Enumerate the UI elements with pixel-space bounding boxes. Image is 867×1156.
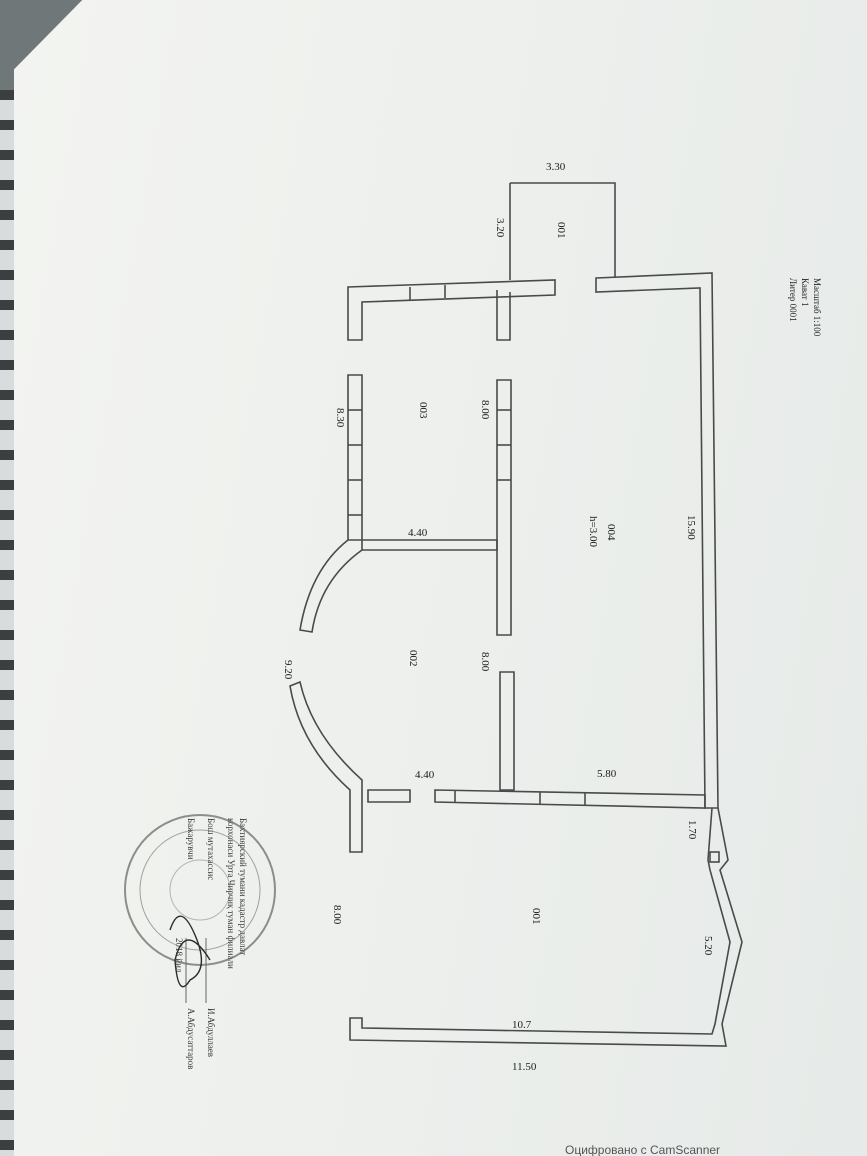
dimension-labels: 3.30 3.20 8.00 8.30 4.40 15.90 9.20 8.00… <box>282 161 714 1073</box>
cert-date: 2018 йил <box>174 938 184 973</box>
header-scale: Масштаб 1:100 <box>812 278 822 337</box>
wall-top-left <box>347 279 556 341</box>
dim-3-30: 3.30 <box>546 161 566 173</box>
wall-bay-lower <box>289 680 363 853</box>
round-stamp <box>124 814 276 966</box>
certification-block: Бахтиярский тумани кадастр давлат корхон… <box>174 818 248 1069</box>
dim-8-00-c: 8.00 <box>331 905 343 925</box>
wall-column <box>709 851 720 863</box>
dim-5-80: 5.80 <box>597 768 617 780</box>
room-004-height: h=3.00 <box>587 516 599 547</box>
scan-footer: Оцифровано с CamScanner <box>565 1143 720 1156</box>
wall-003-bottom <box>361 539 498 551</box>
wall-003-right <box>496 379 512 636</box>
spiral-binding <box>0 90 14 1156</box>
cert-name1: И.Абдуллаев <box>206 1008 216 1057</box>
room-001-top: 001 <box>555 222 567 239</box>
dim-11-50: 11.50 <box>512 1061 537 1073</box>
cert-role2: Бажарувчи <box>186 818 196 860</box>
dim-10-7: 10.7 <box>512 1019 532 1031</box>
room-001-bottom: 001 <box>530 908 542 925</box>
walls <box>289 182 743 1047</box>
dim-4-40-b: 4.40 <box>415 769 435 781</box>
room-004: 004 <box>605 524 617 541</box>
paper-sheet <box>14 0 867 1156</box>
header-liter: Литер 0001 <box>788 278 798 322</box>
dim-9-20: 9.20 <box>282 660 294 680</box>
dim-8-00-b: 8.00 <box>479 652 491 672</box>
dim-1-70: 1.70 <box>686 820 698 840</box>
wall-001-outline <box>349 807 743 1047</box>
room-003: 003 <box>417 402 429 419</box>
dim-4-40-a: 4.40 <box>408 527 428 539</box>
wall-stub <box>496 290 511 341</box>
dim-15-90: 15.90 <box>685 515 697 540</box>
dim-8-30: 8.30 <box>334 408 346 428</box>
cert-org-line2: корхонаси Урта Чирчиқ туман филиали <box>226 818 236 969</box>
dim-5-20: 5.20 <box>702 936 714 956</box>
dim-8-00-a: 8.00 <box>479 400 491 420</box>
room-labels: 001 003 004 h=3.00 002 001 <box>407 222 617 925</box>
wall-door-left <box>367 789 411 803</box>
cert-name2: А.Абдусаттаров <box>186 1008 196 1069</box>
dim-3-20: 3.20 <box>494 218 506 238</box>
wall-bay-upper <box>299 539 363 633</box>
signature <box>169 915 211 988</box>
room-002: 002 <box>407 650 419 667</box>
header-floor: Кават 1 <box>800 278 810 306</box>
cert-role1: Бош мутахассис <box>206 818 216 880</box>
wall-annex-001 <box>510 182 616 278</box>
cert-org-line1: Бахтиярский тумани кадастр давлат <box>238 818 248 955</box>
wall-divider <box>434 789 706 809</box>
wall-outer-right <box>595 272 719 809</box>
plan-header: Литер 0001 Кават 1 Масштаб 1:100 <box>788 278 822 337</box>
wall-002-right <box>499 671 515 791</box>
